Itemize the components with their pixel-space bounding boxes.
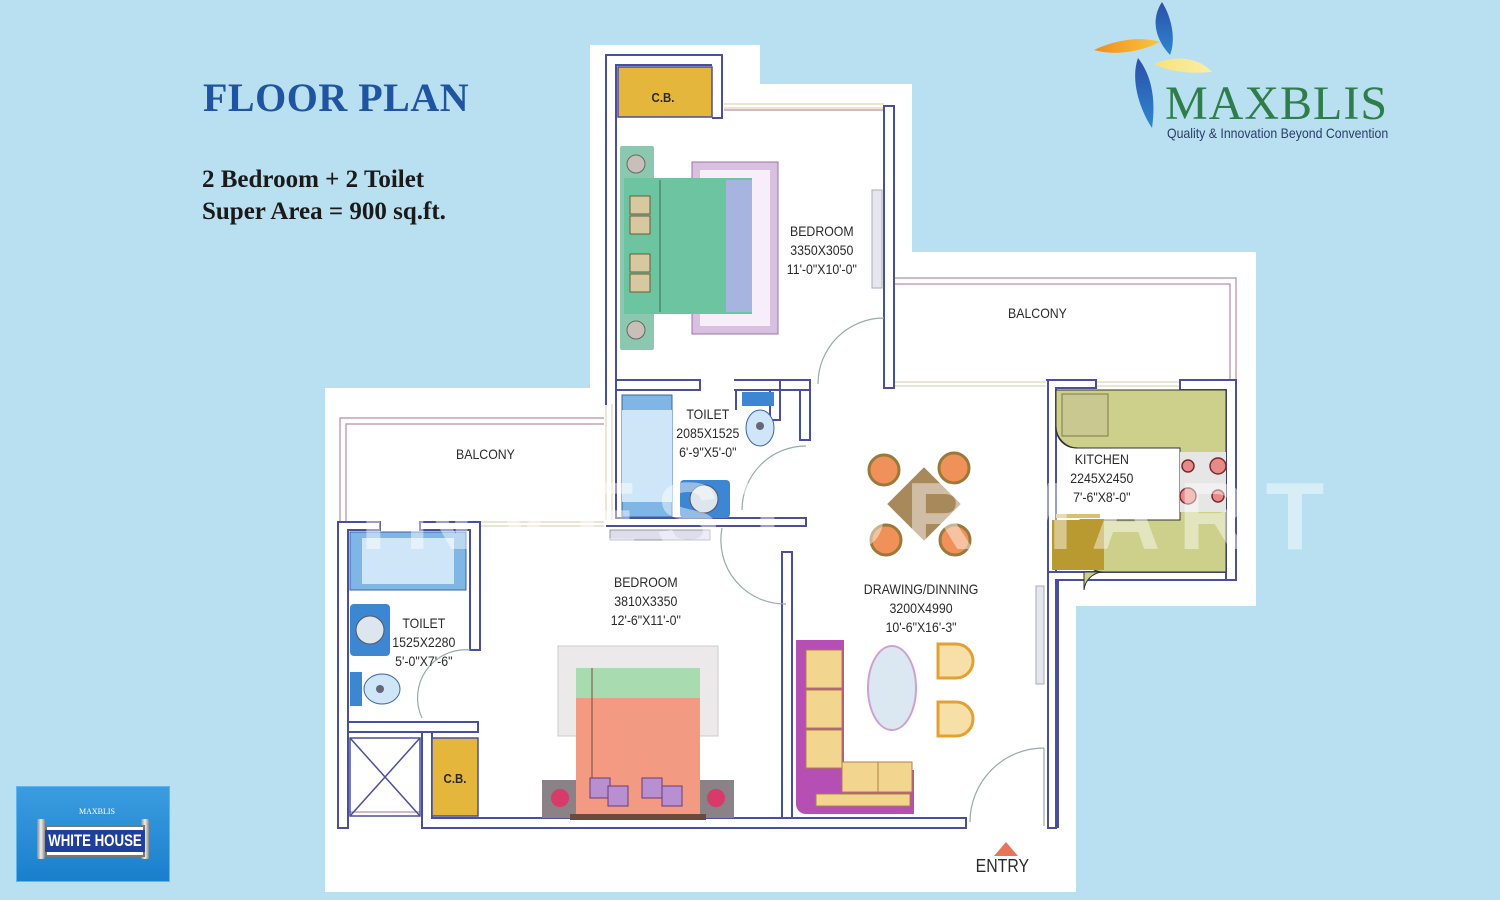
balcony-railings [339,109,1237,813]
cupboard-upper [617,66,713,118]
unit-configuration: 2 Bedroom + 2 Toilet [202,166,425,193]
entry-arrow-icon [994,842,1018,856]
maxblis-logo-icon [1094,2,1212,128]
brand-wordmark: MAXBLIS [1165,77,1389,130]
entry-label: ENTRY [975,856,1030,876]
room-label-balcony-upper: BALCONY [1008,305,1067,321]
badge-project-name: WHITE HOUSE [45,830,145,852]
page-title: FLOOR PLAN [203,75,470,120]
cupboard-lower [431,737,479,817]
watermark: INVESTORMART [360,463,1343,570]
dining-set [867,451,972,557]
cupboard-label-upper: C.B. [651,90,675,105]
cupboard-label-lower: C.B. [443,771,467,786]
badge-brand: MAXBLIS [79,807,116,816]
brand-tagline: Quality & Innovation Beyond Convention [1167,125,1389,141]
room-label-balcony-left: BALCONY [456,446,515,462]
project-badge: MAXBLIS WHITE HOUSE [16,786,170,882]
super-area: Super Area = 900 sq.ft. [202,198,446,225]
badge-name-plate: WHITE HOUSE [45,825,145,857]
